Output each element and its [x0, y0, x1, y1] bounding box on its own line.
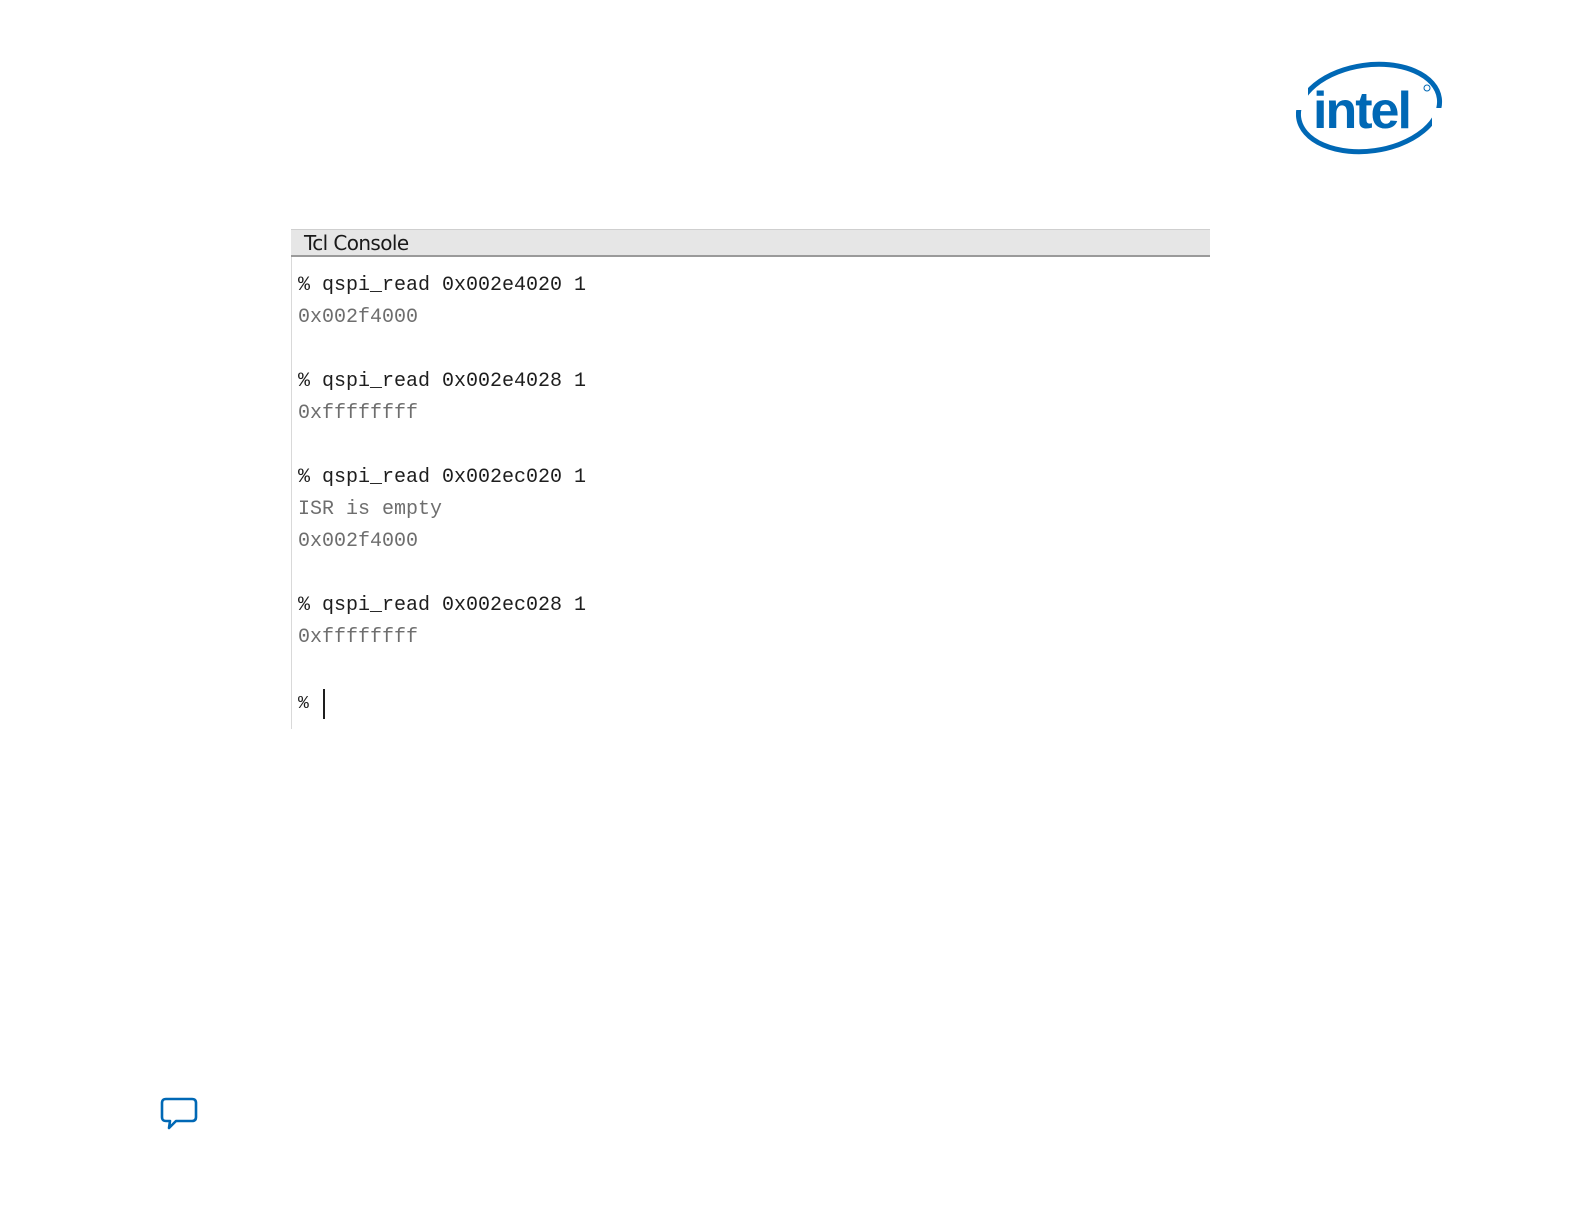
intel-logo-wordmark: intel: [1313, 82, 1410, 140]
console-line: [298, 430, 1210, 462]
console-line: [298, 654, 1210, 686]
intel-logo: intel: [1296, 60, 1446, 160]
tcl-console: Tcl Console % qspi_read 0x002e4020 1 0x0…: [291, 229, 1210, 729]
tcl-console-output[interactable]: % qspi_read 0x002e4020 1 0x002f4000 % qs…: [291, 257, 1210, 729]
console-input-line[interactable]: %: [298, 686, 1210, 722]
console-line: % qspi_read 0x002e4020 1: [298, 270, 1210, 302]
console-line: 0xffffffff: [298, 622, 1210, 654]
console-line: [298, 334, 1210, 366]
console-line: 0x002f4000: [298, 302, 1210, 334]
tcl-console-title-bar: Tcl Console: [291, 229, 1210, 257]
console-line: % qspi_read 0x002e4028 1: [298, 366, 1210, 398]
console-line: 0xffffffff: [298, 398, 1210, 430]
tcl-console-title: Tcl Console: [304, 231, 409, 255]
speech-bubble-icon[interactable]: [160, 1097, 198, 1131]
text-cursor: [323, 689, 325, 719]
console-prompt: %: [298, 686, 309, 722]
console-line: ISR is empty: [298, 494, 1210, 526]
console-line: % qspi_read 0x002ec028 1: [298, 590, 1210, 622]
console-line: [298, 558, 1210, 590]
console-line: 0x002f4000: [298, 526, 1210, 558]
console-line: % qspi_read 0x002ec020 1: [298, 462, 1210, 494]
